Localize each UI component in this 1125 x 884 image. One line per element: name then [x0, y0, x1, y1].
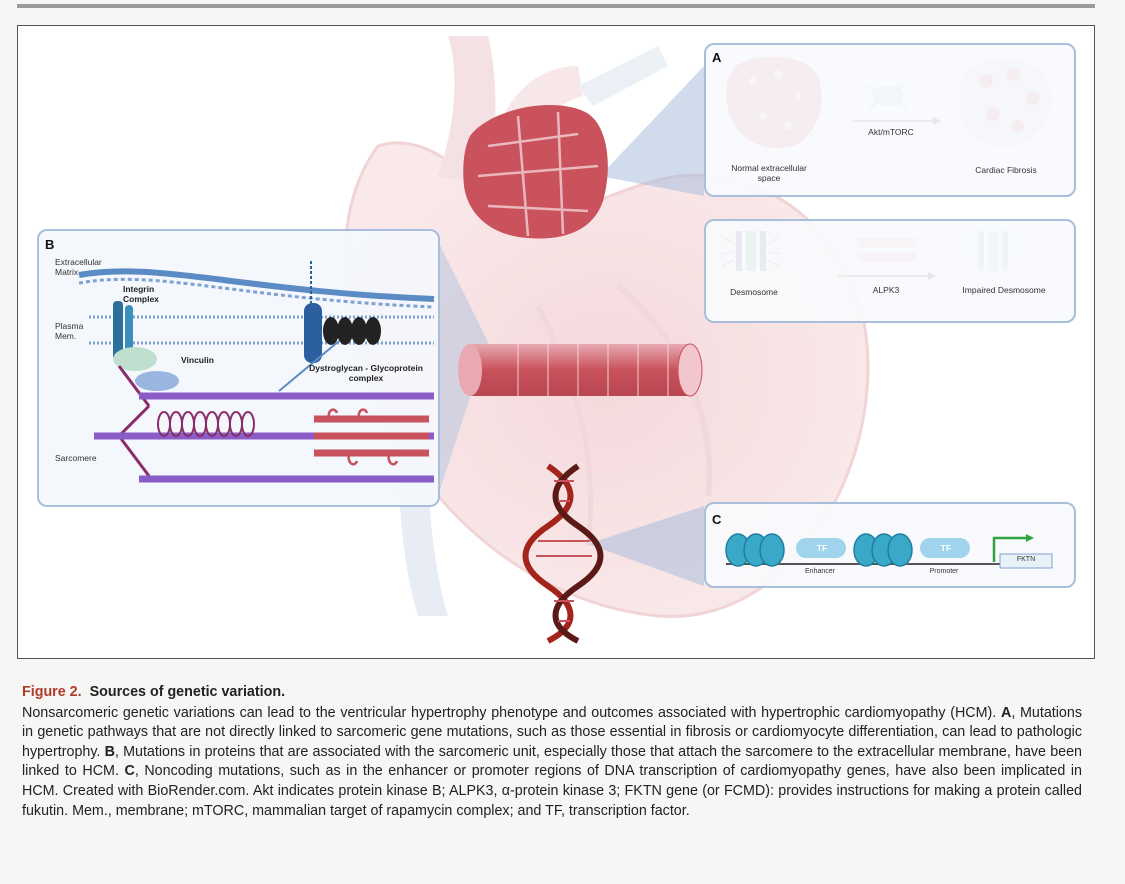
extracellular-matrix-label: Extracellular Matrix — [55, 257, 102, 278]
alpk3-label: ALPK3 — [872, 285, 900, 295]
caption-body: Nonsarcomeric genetic variations can lea… — [22, 704, 1082, 822]
gene-label: FKTN — [1016, 556, 1036, 563]
dystroglycan-label: Dystroglycan - Glycoprotein complex — [309, 363, 423, 384]
sarcomere-diagram — [78, 261, 435, 483]
panel-letter: A — [712, 50, 722, 65]
dna-helix-icon — [522, 463, 604, 644]
panel-a-desmosome: Desmosome ALPK3 Impaired Desmosome — [704, 219, 1076, 323]
akt-label: Akt/mTORC — [868, 127, 914, 137]
desmosome-label: Desmosome — [730, 287, 778, 297]
caption-bold-a: A — [1000, 704, 1012, 721]
panel-a-fibrosis: A Normal extracellular space Akt/mTORC C… — [704, 43, 1076, 197]
panel-letter: C — [712, 512, 722, 527]
figure-title: Sources of genetic variation. — [89, 684, 286, 700]
promoter-label: Promoter — [929, 568, 959, 575]
integrin-label: Integrin Complex — [123, 284, 159, 305]
top-rule — [17, 4, 1095, 8]
panel-c-transcription: C TF TF Enhancer Promoter FKTN — [704, 502, 1076, 588]
panel-letter: B — [45, 237, 55, 252]
fibrosis-label: Cardiac Fibrosis — [975, 165, 1037, 175]
caption-bold-c: C — [124, 763, 135, 780]
figure-illustration: A Normal extracellular space Akt/mTORC C… — [17, 25, 1095, 659]
tissue-chunk-icon — [463, 105, 608, 239]
caption-text: , Mutations in genetic pathways that are… — [22, 704, 1082, 760]
figure-caption: Figure 2. Sources of genetic variation. N… — [22, 683, 1082, 821]
muscle-fiber-icon — [458, 343, 703, 397]
figure-number: Figure 2. — [22, 684, 82, 700]
sarcomere-label: Sarcomere — [55, 453, 97, 463]
panel-b-sarcomere: B — [37, 229, 440, 507]
transcription-diagram — [725, 533, 1053, 569]
caption-bold-b: B — [104, 743, 115, 760]
plasma-mem-label: Plasma Mem. — [55, 321, 84, 342]
vinculin-label: Vinculin — [181, 355, 214, 365]
enhancer-label: Enhancer — [805, 568, 835, 575]
caption-title: Figure 2. Sources of genetic variation. — [22, 683, 1082, 703]
caption-text: , Mutations in proteins that are associa… — [22, 743, 1082, 780]
tf-label-2: TF — [940, 543, 952, 553]
caption-text: Nonsarcomeric genetic variations can lea… — [22, 704, 1001, 721]
tf-label-1: TF — [816, 543, 828, 553]
caption-text: , Noncoding mutations, such as in the en… — [22, 763, 1082, 819]
impaired-label: Impaired Desmosome — [962, 285, 1046, 295]
normal-label: Normal extracellular space — [731, 163, 807, 184]
